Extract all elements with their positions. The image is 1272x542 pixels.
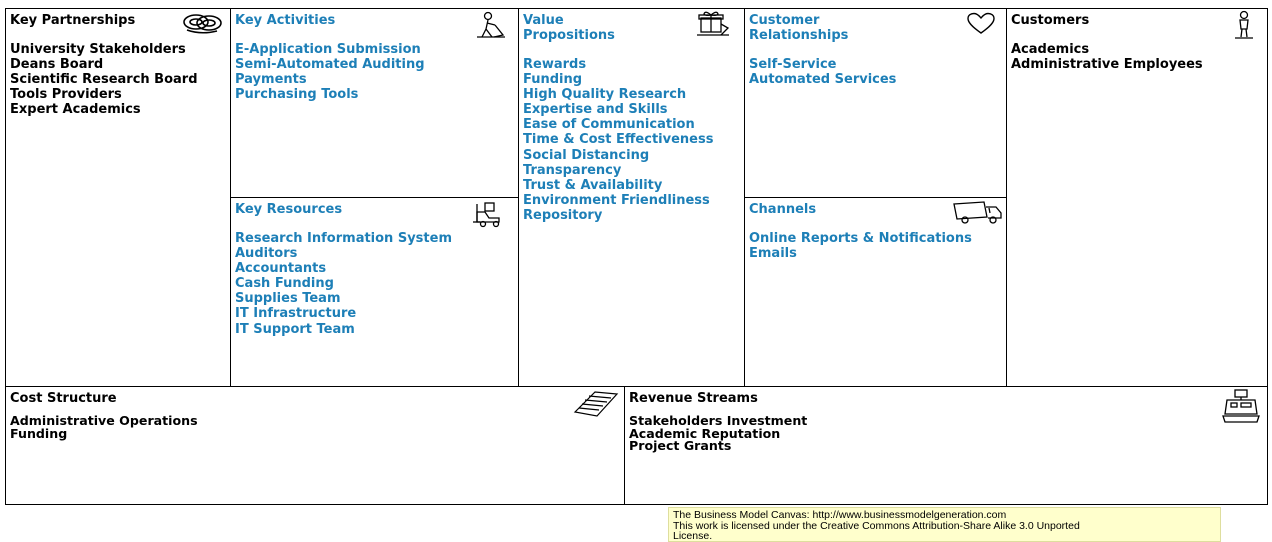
list-item: University Stakeholders: [10, 42, 186, 57]
list-item: Supplies Team: [235, 291, 341, 307]
revenue-streams-list: Stakeholders Investment Academic Reputat…: [629, 413, 808, 454]
list-item: Online Reports & Notifications: [749, 231, 972, 246]
customers-title: Customers: [1011, 13, 1090, 28]
list-item: Academic Reputation: [629, 425, 781, 441]
list-item: Trust & Availability: [523, 177, 663, 193]
list-item: Scientific Research Board: [10, 72, 198, 88]
value-propositions-list: Rewards Funding High Quality Research Ex…: [523, 57, 713, 223]
list-item: Stakeholders Investment: [629, 413, 808, 428]
list-item: Environment Friendliness: [523, 192, 710, 208]
cash-register-icon: [1221, 388, 1261, 424]
list-item: High Quality Research: [523, 87, 687, 103]
list-item: Self-Service: [749, 57, 837, 72]
list-item: E-Application Submission: [235, 42, 421, 57]
list-item: Deans Board: [10, 57, 104, 73]
cost-structure-list: Administrative Operations Funding: [10, 413, 198, 441]
list-item: IT Infrastructure: [235, 306, 357, 322]
license-notice: The Business Model Canvas: http://www.bu…: [668, 507, 1221, 542]
delivery-truck-icon: [951, 199, 1003, 225]
customer-relationships-title-line2: Relationships: [749, 28, 849, 43]
cost-structure-block: Cost Structure Administrative Operations…: [5, 386, 625, 505]
value-propositions-block: Value Propositions Rewards Funding High …: [518, 8, 745, 387]
customer-relationships-title: Customer Relationships: [749, 13, 848, 43]
customers-list: Academics Administrative Employees: [1011, 42, 1203, 72]
key-resources-block: Key Resources Research Information Syste…: [230, 197, 519, 387]
list-item: Payments: [235, 72, 307, 88]
list-item: Expert Academics: [10, 102, 141, 118]
value-propositions-title: Value Propositions: [523, 13, 615, 43]
customer-relationships-title-line1: Customer: [749, 13, 820, 28]
revenue-streams-title: Revenue Streams: [629, 391, 758, 406]
key-activities-block: Key Activities E-Application Submission …: [230, 8, 519, 198]
customer-relationships-block: Customer Relationships Self-Service Auto…: [744, 8, 1007, 198]
list-item: Semi-Automated Auditing: [235, 57, 425, 73]
value-propositions-title-line1: Value: [523, 13, 564, 28]
chain-links-icon: [181, 11, 225, 35]
channels-title: Channels: [749, 202, 817, 217]
list-item: Time & Cost Effectiveness: [523, 132, 714, 148]
list-item: Academics: [1011, 42, 1090, 57]
list-item: Ease of Communication: [523, 117, 695, 133]
worker-icon: [475, 11, 507, 39]
list-item: Administrative Employees: [1011, 57, 1203, 73]
list-item: Transparency: [523, 162, 622, 178]
list-item: Rewards: [523, 57, 587, 72]
list-item: Funding: [10, 425, 68, 441]
heart-icon: [965, 12, 997, 36]
list-item: Expertise and Skills: [523, 102, 668, 118]
list-item: Project Grants: [629, 438, 732, 454]
list-item: Auditors: [235, 246, 298, 262]
list-item: Administrative Operations: [10, 413, 198, 428]
channels-list: Online Reports & Notifications Emails: [749, 231, 972, 261]
list-item: Accountants: [235, 261, 327, 277]
key-resources-list: Research Information System Auditors Acc…: [235, 231, 452, 337]
key-activities-title: Key Activities: [235, 13, 336, 28]
license-notice-line3: License.: [673, 530, 713, 542]
receipt-icon: [571, 388, 621, 418]
customers-block: Customers Academics Administrative Emplo…: [1006, 8, 1268, 387]
list-item: Social Distancing: [523, 147, 650, 163]
value-propositions-title-line2: Propositions: [523, 28, 615, 43]
person-icon: [1233, 10, 1255, 40]
list-item: Funding: [523, 72, 583, 88]
cost-structure-title: Cost Structure: [10, 391, 117, 406]
forklift-icon: [471, 200, 505, 228]
list-item: Tools Providers: [10, 87, 122, 103]
key-partnerships-block: Key Partnerships University Stakeholders…: [5, 8, 231, 387]
key-activities-list: E-Application Submission Semi-Automated …: [235, 42, 425, 102]
license-notice-line2: This work is licensed under the Creative…: [673, 519, 1080, 532]
key-partnerships-list: University Stakeholders Deans Board Scie…: [10, 42, 198, 117]
revenue-streams-block: Revenue Streams Stakeholders Investment …: [624, 386, 1268, 505]
list-item: IT Support Team: [235, 321, 355, 337]
key-resources-title: Key Resources: [235, 202, 343, 217]
list-item: Automated Services: [749, 72, 897, 88]
list-item: Purchasing Tools: [235, 87, 359, 103]
license-notice-line1: The Business Model Canvas: http://www.bu…: [673, 509, 1007, 521]
list-item: Research Information System: [235, 231, 452, 246]
gift-box-icon: [695, 10, 731, 38]
list-item: Emails: [749, 246, 797, 262]
channels-block: Channels Online Reports & Notifications …: [744, 197, 1007, 387]
list-item: Repository: [523, 207, 603, 223]
key-partnerships-title: Key Partnerships: [10, 13, 136, 28]
customer-relationships-list: Self-Service Automated Services: [749, 57, 896, 87]
list-item: Cash Funding: [235, 276, 334, 292]
